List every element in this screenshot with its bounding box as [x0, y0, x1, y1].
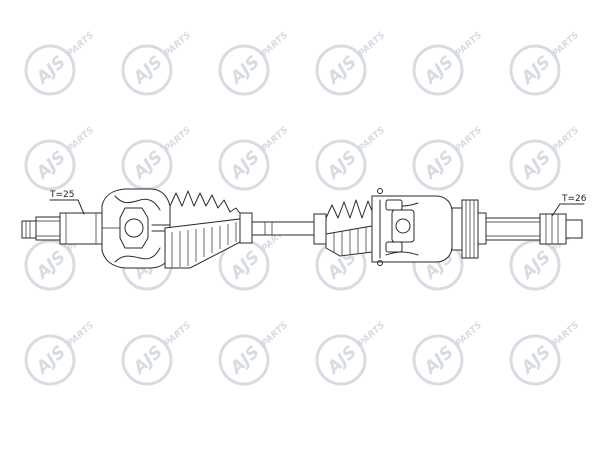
watermark-brand: AJS [225, 147, 263, 184]
watermark-suffix: PARTS [357, 125, 387, 154]
watermark-ring [121, 334, 173, 386]
watermark-brand: AJS [419, 342, 457, 379]
watermark-suffix: PARTS [357, 30, 387, 59]
watermark-suffix: PARTS [260, 320, 290, 349]
watermark-suffix: PARTS [454, 30, 484, 59]
watermark-ring [24, 139, 76, 191]
center-shaft [251, 221, 321, 236]
watermark-ring [24, 334, 76, 386]
watermark-brand: AJS [516, 342, 554, 379]
right-splined-stub [485, 213, 583, 245]
watermark-suffix: PARTS [260, 30, 290, 59]
watermark-ring [412, 139, 464, 191]
watermark-ring [218, 334, 270, 386]
outer-boot [164, 190, 253, 269]
watermark-brand: AJS [516, 52, 554, 89]
watermark-brand: AJS [31, 342, 69, 379]
watermark-ring [218, 139, 270, 191]
watermark-ring [24, 44, 76, 96]
watermark-brand: AJS [225, 342, 263, 379]
watermark-ring [121, 44, 173, 96]
seal-rings [451, 199, 487, 259]
watermark-ring [509, 239, 561, 291]
inner-boot [313, 199, 375, 257]
watermark-ring [412, 44, 464, 96]
watermark-brand: AJS [31, 52, 69, 89]
right-teeth-text: T=26 [561, 194, 587, 204]
watermark-suffix: PARTS [163, 125, 193, 154]
watermark-ring [24, 239, 76, 291]
watermark-brand: AJS [322, 342, 360, 379]
watermark-suffix: PARTS [163, 320, 193, 349]
inner-tripod-joint [371, 188, 453, 266]
watermark-brand: AJS [419, 147, 457, 184]
outer-cv-joint [101, 188, 171, 269]
watermark-suffix: PARTS [260, 125, 290, 154]
watermark-suffix: PARTS [551, 125, 581, 154]
watermark-ring [509, 44, 561, 96]
left-teeth-label: T=25 [49, 190, 85, 215]
watermark-ring [315, 44, 367, 96]
watermark-brand: AJS [516, 147, 554, 184]
watermark-brand: AJS [322, 147, 360, 184]
watermark-ring [509, 139, 561, 191]
watermark-brand: AJS [225, 247, 263, 284]
watermark-suffix: PARTS [551, 30, 581, 59]
watermark-brand: AJS [225, 52, 263, 89]
watermark-ring [315, 139, 367, 191]
watermark-ring [509, 334, 561, 386]
watermark-brand: AJS [128, 147, 166, 184]
watermark-suffix: PARTS [454, 125, 484, 154]
right-teeth-label: T=26 [551, 194, 587, 217]
watermark-brand: AJS [419, 52, 457, 89]
watermark-suffix: PARTS [357, 320, 387, 349]
watermark-suffix: PARTS [551, 320, 581, 349]
watermark-suffix: PARTS [66, 30, 96, 59]
left-splined-stub [21, 212, 103, 245]
watermark-ring [315, 334, 367, 386]
watermark-suffix: PARTS [66, 320, 96, 349]
left-teeth-text: T=25 [49, 190, 75, 200]
watermark-suffix: PARTS [454, 320, 484, 349]
watermark-brand: AJS [128, 52, 166, 89]
boot-pleats [171, 222, 237, 268]
watermark-brand: AJS [322, 52, 360, 89]
watermark-brand: AJS [31, 147, 69, 184]
watermark-brand: AJS [31, 247, 69, 284]
watermark-brand: AJS [128, 342, 166, 379]
watermark-ring [412, 334, 464, 386]
watermark-suffix: PARTS [66, 125, 96, 154]
watermark-brand: AJS [516, 247, 554, 284]
watermark-ring [218, 44, 270, 96]
watermark-ring [121, 139, 173, 191]
watermark-suffix: PARTS [163, 30, 193, 59]
